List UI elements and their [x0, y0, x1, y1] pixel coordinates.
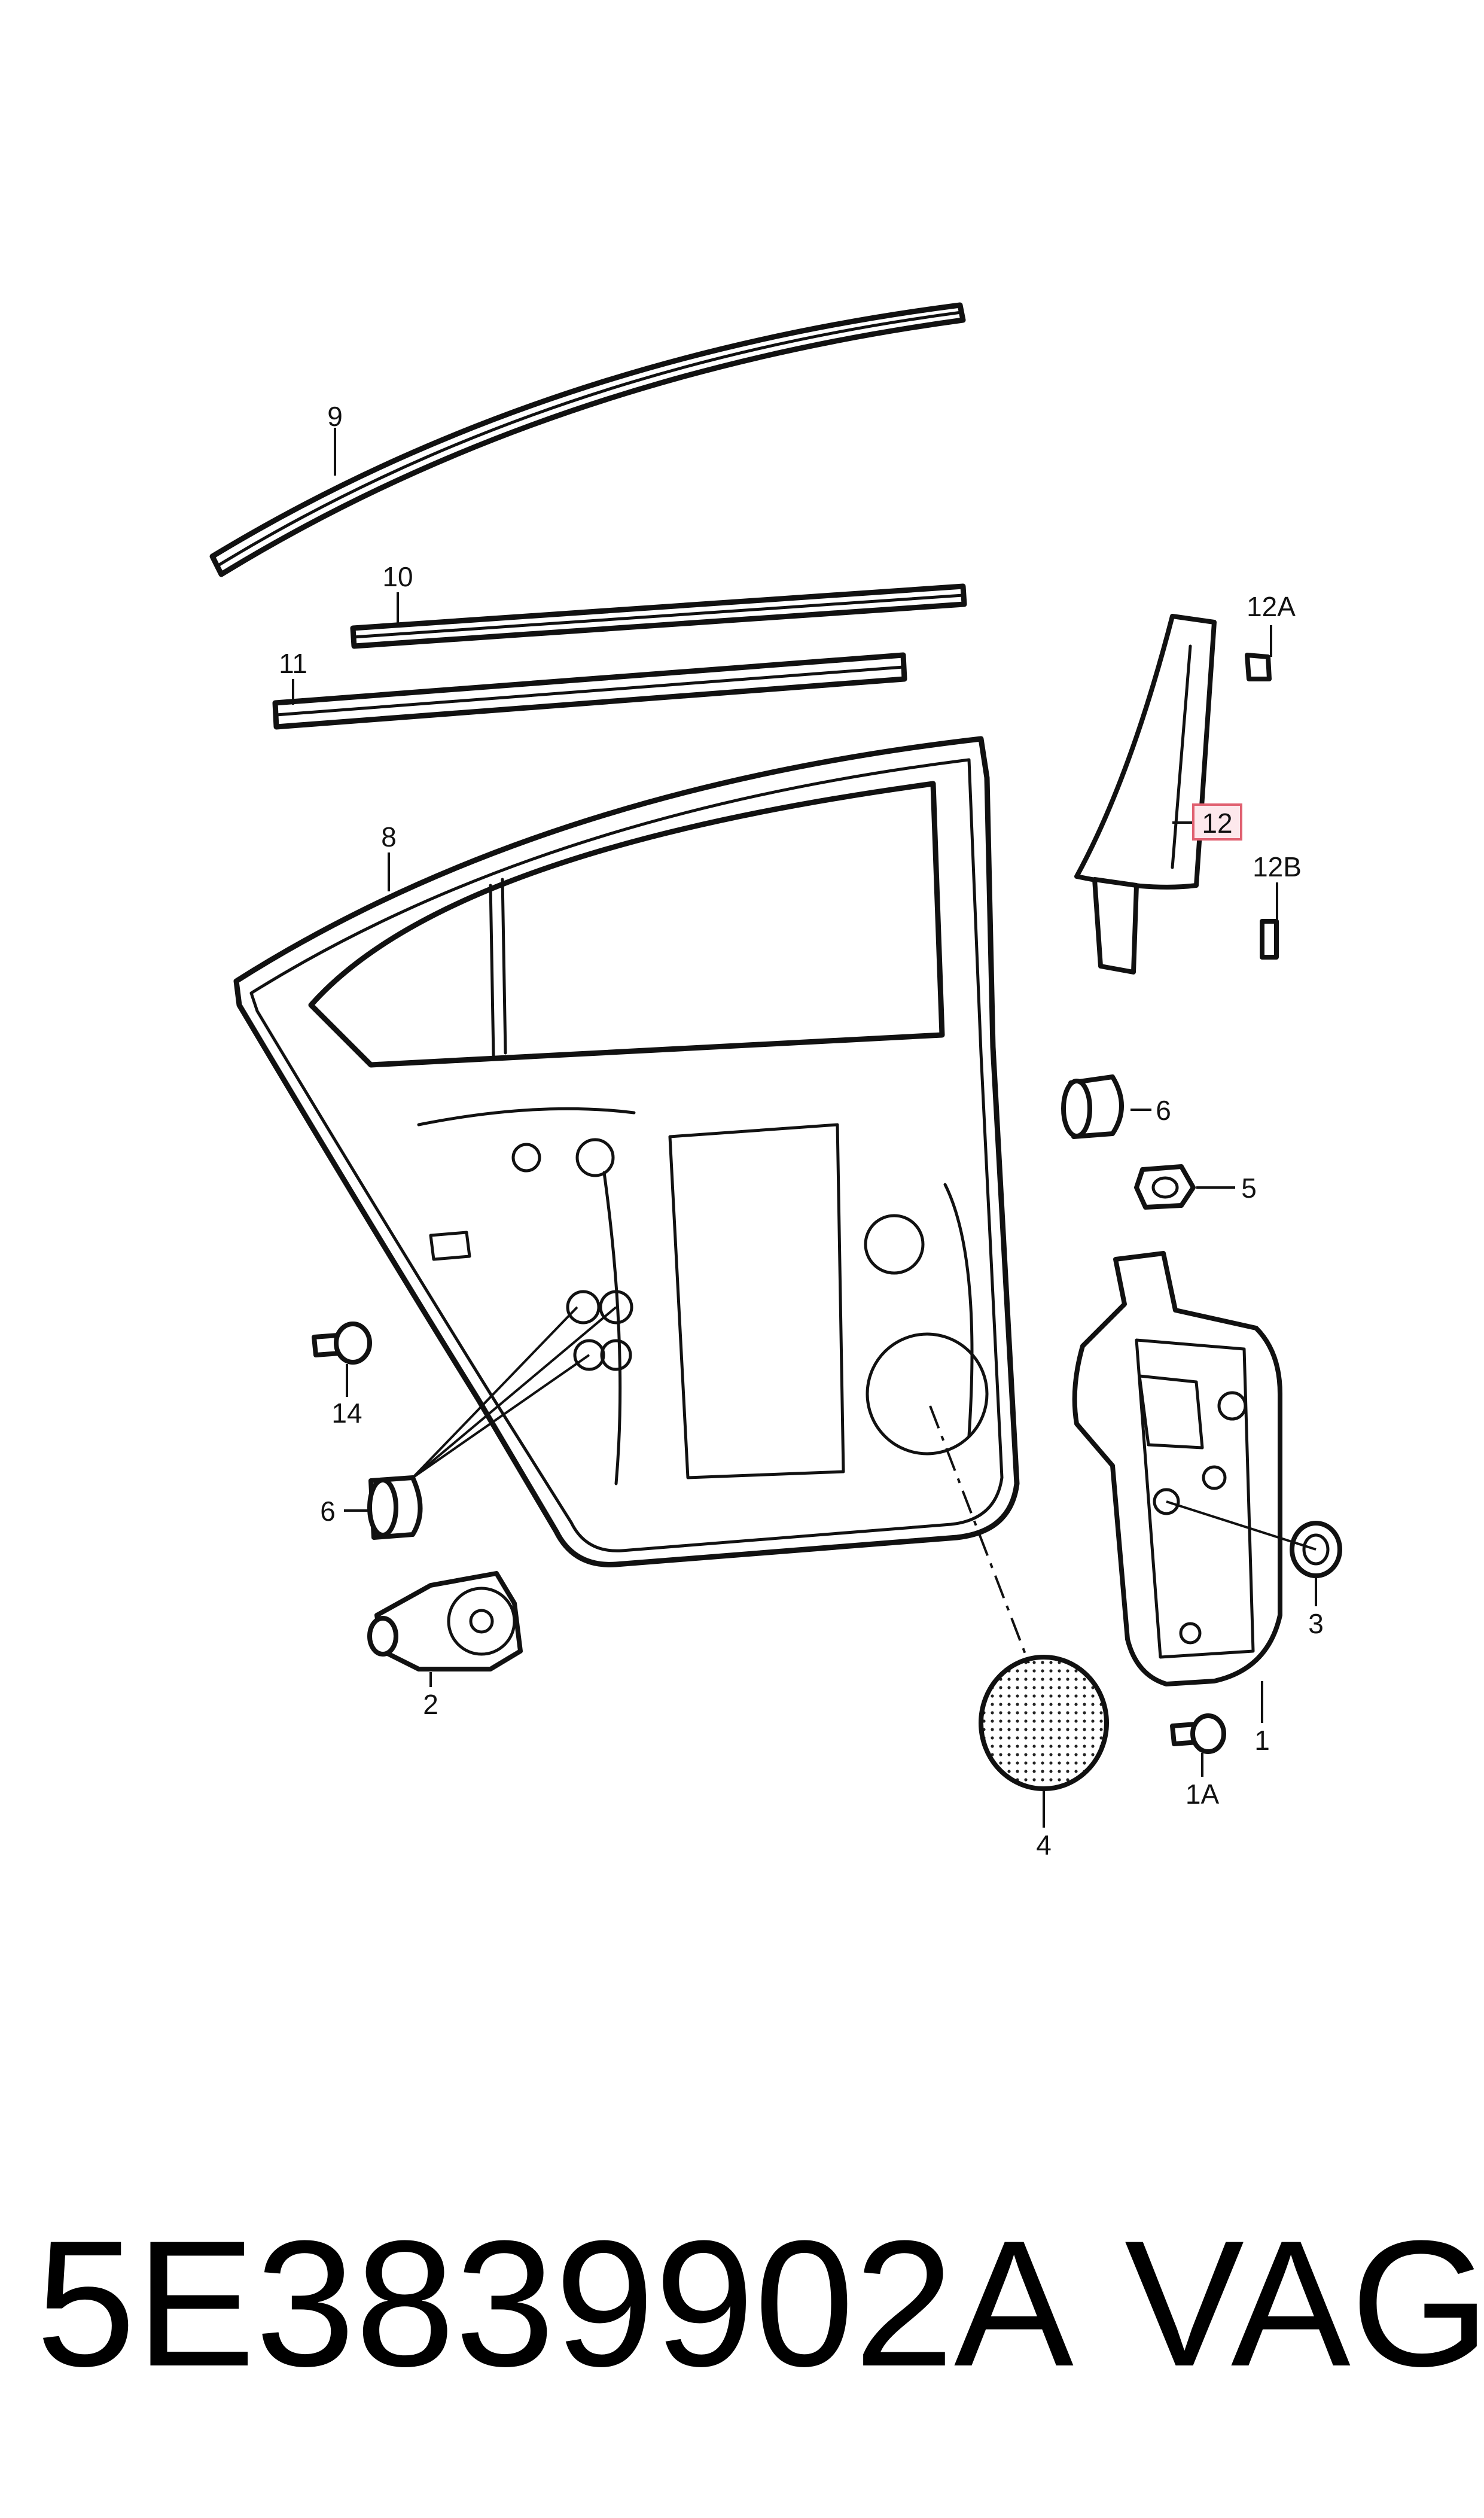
callout-9: 9 [327, 401, 343, 432]
part-2-window-motor [367, 1571, 523, 1671]
callout-5: 5 [1241, 1173, 1257, 1204]
callout-1: 1 [1254, 1725, 1270, 1756]
callout-8: 8 [381, 821, 397, 852]
callout-2: 2 [423, 1689, 438, 1720]
part-12-window-guide-trim [1074, 614, 1217, 975]
callout-4: 4 [1036, 1829, 1052, 1861]
part-12b-retainer [1260, 919, 1279, 960]
part-1-window-regulator [1072, 1251, 1282, 1686]
callout-12-highlight-box [1192, 803, 1242, 841]
part-14-bolt [312, 1322, 372, 1365]
brand-caption: VAG [1125, 2203, 1484, 2404]
callout-10: 10 [382, 561, 413, 592]
callout-labels: 9 10 11 12A 12 12B 8 6 5 14 6 3 2 1 1A 4 [279, 401, 1324, 1861]
part-11-inner-window-seal [272, 652, 907, 730]
leader-lines [292, 428, 1317, 1828]
part-6-foam-pad-lower [367, 1475, 423, 1540]
callout-12b: 12B [1253, 851, 1302, 882]
part-6-foam-pad-upper [1061, 1074, 1124, 1139]
callout-12: 12 [1202, 808, 1232, 839]
part-number-caption: 5E3839902A [36, 2203, 1074, 2404]
part-9-window-frame-trim [209, 302, 966, 577]
part-10-outer-window-seal [350, 583, 967, 649]
callout-6-lower: 6 [320, 1496, 336, 1527]
callout-14: 14 [331, 1397, 362, 1429]
callout-12a: 12A [1247, 591, 1296, 622]
callout-1a: 1A [1186, 1779, 1220, 1810]
part-5-nut [1134, 1164, 1196, 1210]
callout-6-upper: 6 [1156, 1095, 1171, 1126]
part-8-door-shell [233, 736, 1020, 1567]
part-4-speaker-grille [979, 1655, 1109, 1791]
callout-11: 11 [279, 648, 307, 679]
callout-3: 3 [1308, 1608, 1324, 1639]
part-1a-bolt [1170, 1713, 1226, 1754]
part-12a-clip [1245, 653, 1272, 681]
